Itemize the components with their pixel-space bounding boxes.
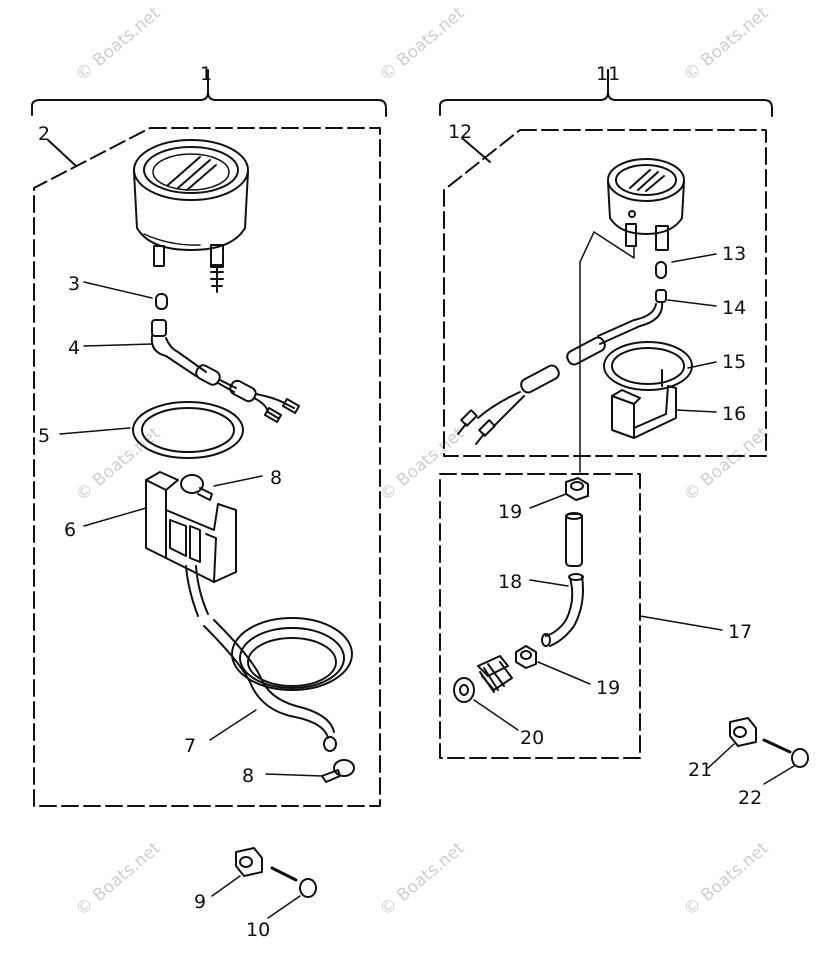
callout-2: 2 (38, 123, 50, 145)
part-20-washer (453, 677, 475, 703)
part-19-nut-lower (515, 645, 537, 669)
callout-20: 20 (520, 727, 544, 749)
callout-12: 12 (448, 121, 472, 143)
group-17-frame (439, 473, 641, 759)
callout-21: 21 (688, 759, 712, 781)
callout-1: 1 (200, 63, 212, 85)
part-9-clamp (235, 847, 263, 877)
callout-8-lower: 8 (242, 765, 254, 787)
callout-3: 3 (68, 273, 80, 295)
part-16-bracket (611, 385, 677, 439)
gauge-2 (133, 139, 249, 293)
callout-8-upper: 8 (270, 467, 282, 489)
callout-4: 4 (68, 337, 80, 359)
part-21-clamp (729, 717, 757, 747)
callout-15: 15 (722, 351, 746, 373)
part-4-harness (150, 319, 301, 423)
part-3-sleeve (155, 293, 168, 310)
callout-5: 5 (38, 425, 50, 447)
part-19-nut-upper (565, 477, 589, 501)
part-8-clip-lower (321, 759, 355, 783)
callout-16: 16 (722, 403, 746, 425)
group-1-bracket (31, 91, 387, 117)
part-22-screw (762, 738, 809, 768)
callout-17: 17 (728, 621, 752, 643)
part-13-sleeve (655, 261, 667, 279)
part-18-hose (541, 512, 584, 647)
part-15-ring (603, 341, 693, 391)
callout-19-upper: 19 (498, 501, 522, 523)
group-2-frame (33, 127, 381, 807)
callout-18: 18 (498, 571, 522, 593)
callout-6: 6 (64, 519, 76, 541)
hose-fitting (477, 655, 513, 693)
callout-9: 9 (194, 891, 206, 913)
group-11-bracket (439, 91, 773, 117)
part-7-hose (185, 565, 353, 752)
callout-11: 11 (596, 63, 620, 85)
callout-19-lower: 19 (596, 677, 620, 699)
gauge-12 (607, 158, 685, 251)
part-5-ring (132, 401, 244, 459)
callout-22: 22 (738, 787, 762, 809)
part-6-bracket (145, 471, 237, 583)
callout-7: 7 (184, 735, 196, 757)
part-8-clip-upper (180, 474, 213, 501)
callout-10: 10 (246, 919, 270, 941)
group-12-frame (443, 129, 767, 457)
callout-14: 14 (722, 297, 746, 319)
part-10-screw (270, 866, 317, 898)
callout-13: 13 (722, 243, 746, 265)
part-14-harness (457, 289, 667, 445)
